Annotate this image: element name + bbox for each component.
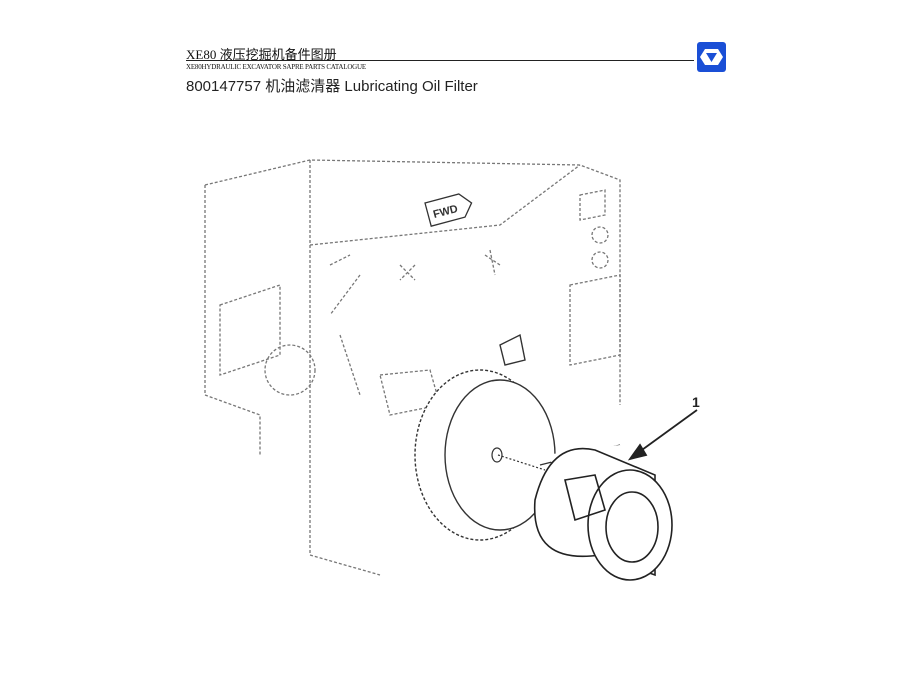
part-title: 800147757 机油滤清器 Lubricating Oil Filter bbox=[186, 78, 478, 95]
xcmg-logo-icon bbox=[697, 42, 726, 72]
callout-number: 1 bbox=[692, 394, 700, 410]
catalogue-title-en: XE80HYDRAULIC EXCAVATOR SAPRE PARTS CATA… bbox=[186, 63, 366, 71]
oil-filter-illustration: 1 FWD bbox=[204, 159, 700, 581]
header-rule bbox=[186, 60, 694, 61]
catalogue-title-cn: XE80 液压挖掘机备件图册 bbox=[186, 47, 337, 62]
